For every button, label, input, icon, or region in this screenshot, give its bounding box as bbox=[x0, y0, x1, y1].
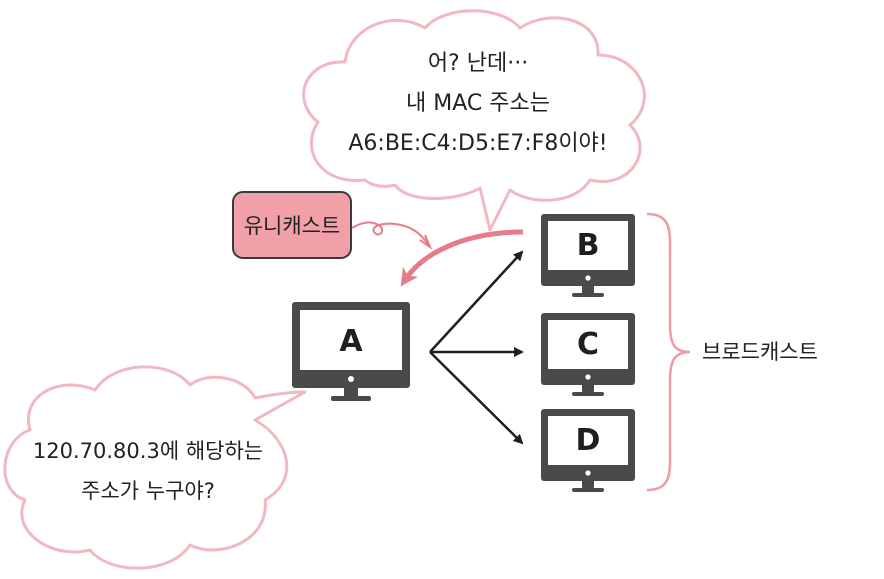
computer-b-base bbox=[572, 293, 604, 297]
computer-a-label: A bbox=[339, 324, 363, 359]
computer-d-power-icon bbox=[585, 470, 591, 476]
computer-a-base bbox=[331, 396, 371, 401]
computer-a: A bbox=[292, 302, 410, 401]
computer-b-power-icon bbox=[585, 275, 591, 281]
bottom-bubble-line-2: 주소가 누구야? bbox=[81, 479, 215, 503]
unicast-connector-arrowhead bbox=[419, 234, 433, 250]
computer-b-stand bbox=[582, 286, 594, 293]
top-bubble-shape bbox=[302, 9, 646, 232]
computer-b-screen bbox=[548, 221, 628, 270]
computer-a-screen bbox=[300, 310, 402, 370]
unicast-label-box: 유니캐스트 bbox=[232, 191, 352, 259]
computer-c-label: C bbox=[577, 327, 599, 362]
broadcast-label: 브로드캐스트 bbox=[702, 340, 818, 364]
computer-d-label: D bbox=[576, 423, 601, 458]
computer-d-base bbox=[572, 488, 604, 492]
top-speech-bubble: 어? 난데··· 내 MAC 주소는 A6:BE:C4:D5:E7:F8이야! bbox=[302, 9, 646, 232]
computer-a-power-icon bbox=[348, 376, 354, 382]
bottom-bubble-shape bbox=[3, 365, 307, 570]
computer-c-stand bbox=[582, 385, 594, 392]
broadcast-brace bbox=[646, 212, 691, 492]
computer-d-screen bbox=[548, 416, 628, 465]
computer-d: D bbox=[541, 409, 635, 492]
top-bubble-line-2: 내 MAC 주소는 bbox=[406, 91, 550, 116]
computer-c-screen bbox=[548, 320, 628, 369]
unicast-arrow bbox=[400, 229, 524, 287]
bottom-speech-bubble: 120.70.80.3에 해당하는 주소가 누구야? bbox=[3, 365, 307, 570]
computer-c-base bbox=[572, 392, 604, 396]
computer-a-stand bbox=[344, 388, 358, 396]
unicast-connector bbox=[351, 221, 429, 245]
arrow-a-to-d bbox=[429, 351, 524, 445]
unicast-label: 유니캐스트 bbox=[244, 214, 341, 238]
computer-c: C bbox=[541, 313, 635, 396]
arrow-a-to-b bbox=[429, 250, 524, 353]
computer-b-label: B bbox=[577, 228, 600, 263]
computer-d-stand bbox=[582, 481, 594, 488]
bottom-bubble-line-1: 120.70.80.3에 해당하는 bbox=[33, 439, 263, 463]
computer-c-power-icon bbox=[585, 374, 591, 380]
computer-b: B bbox=[541, 214, 635, 297]
top-bubble-line-3: A6:BE:C4:D5:E7:F8이야! bbox=[348, 131, 607, 156]
unicast-box-shape bbox=[232, 191, 352, 259]
top-bubble-line-1: 어? 난데··· bbox=[428, 51, 528, 76]
